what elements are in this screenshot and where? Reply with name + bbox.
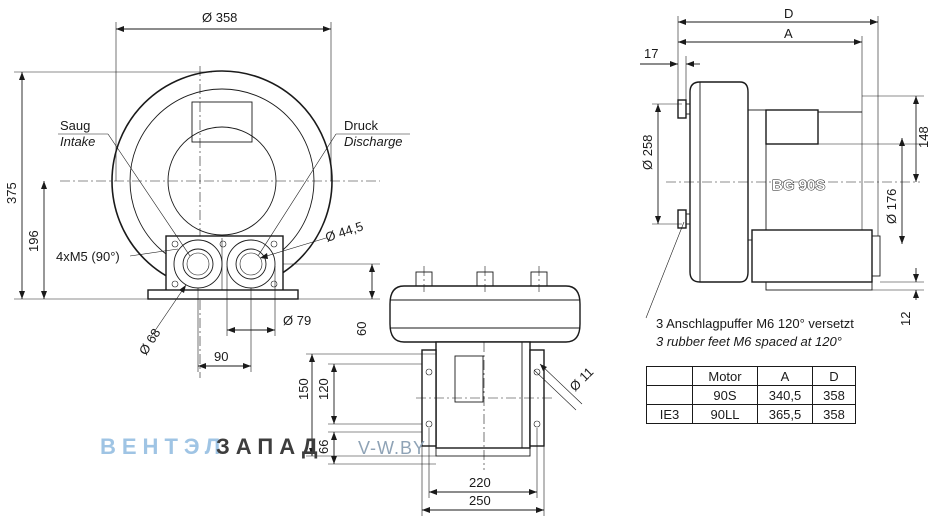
thread-note: 4xM5 (90°) bbox=[56, 249, 120, 264]
side-motor-body bbox=[751, 229, 873, 283]
dim-flange-diameter: Ø 68 bbox=[136, 326, 164, 358]
front-view: Ø 358 375 196 Saug Intake Druck Discharg… bbox=[4, 10, 410, 378]
dim-250: 250 bbox=[469, 493, 491, 508]
terminal-box bbox=[191, 101, 253, 143]
side-model-label: BG 90S bbox=[772, 177, 825, 194]
dim-66: 66 bbox=[316, 440, 331, 454]
dim-diameter-358: Ø 358 bbox=[202, 10, 237, 25]
table-cell bbox=[646, 385, 693, 405]
dim-D: D bbox=[784, 6, 793, 21]
dim-150: 150 bbox=[296, 378, 311, 400]
table-row: 90S 340,5 358 bbox=[646, 385, 856, 405]
dim-hole-diameter: Ø 11 bbox=[567, 364, 597, 394]
dim-diameter-258: Ø 258 bbox=[640, 135, 655, 170]
discharge-port bbox=[235, 248, 267, 280]
dim-height-375: 375 bbox=[4, 182, 19, 204]
dim-148: 148 bbox=[916, 126, 931, 148]
base-plate bbox=[147, 289, 299, 300]
table-header-cell: D bbox=[812, 366, 856, 386]
dim-A: A bbox=[784, 26, 793, 41]
rubber-feet-note-de: 3 Anschlagpuffer M6 120° versetzt bbox=[656, 316, 854, 331]
table-cell: 90LL bbox=[692, 404, 758, 424]
dim-220: 220 bbox=[469, 475, 491, 490]
housing-top bbox=[389, 285, 581, 343]
table-cell: 358 bbox=[812, 404, 856, 424]
port-block bbox=[165, 235, 284, 293]
brand-name-part2: ЗАПАД bbox=[216, 434, 324, 459]
dim-diameter-176: Ø 176 bbox=[884, 189, 899, 224]
intake-label-en: Intake bbox=[60, 134, 95, 149]
discharge-label-en: Discharge bbox=[344, 134, 403, 149]
discharge-label: Druck bbox=[344, 118, 378, 133]
dim-port-diameter: Ø 44,5 bbox=[323, 219, 365, 245]
dim-port-spacing-90: 90 bbox=[214, 349, 228, 364]
dim-base-height-60: 60 bbox=[354, 322, 369, 336]
motor-spec-table: Motor A D 90S 340,5 358 IE3 90LL 365,5 3… bbox=[646, 366, 856, 424]
watermark: ВЕНТЭЛ ЗАПАД V-W.BY bbox=[100, 434, 426, 459]
table-header-cell: A bbox=[757, 366, 813, 386]
dim-12: 12 bbox=[898, 312, 913, 326]
dim-120: 120 bbox=[316, 378, 331, 400]
intake-port bbox=[182, 248, 214, 280]
table-header-cell bbox=[646, 366, 693, 386]
table-row: IE3 90LL 365,5 358 bbox=[646, 404, 856, 424]
side-view: BG 90S D A 17 Ø 258 148 bbox=[640, 6, 931, 349]
rubber-feet-note-en: 3 rubber feet M6 spaced at 120° bbox=[656, 334, 842, 349]
side-terminal-box bbox=[765, 109, 819, 145]
dim-diameter-79: Ø 79 bbox=[283, 313, 311, 328]
table-cell: 358 bbox=[812, 385, 856, 405]
table-header-row: Motor A D bbox=[646, 366, 856, 386]
dim-17: 17 bbox=[644, 46, 658, 61]
dim-height-196: 196 bbox=[26, 230, 41, 252]
website-label: V-W.BY bbox=[358, 438, 426, 458]
intake-label: Saug bbox=[60, 118, 90, 133]
table-cell: IE3 bbox=[646, 404, 693, 424]
table-header-cell: Motor bbox=[692, 366, 758, 386]
bottom-view: 150 120 66 220 250 Ø 11 bbox=[296, 266, 596, 516]
table-cell: 365,5 bbox=[757, 404, 813, 424]
side-housing bbox=[689, 81, 749, 283]
table-cell: 340,5 bbox=[757, 385, 813, 405]
brand-name-part1: ВЕНТЭЛ bbox=[100, 434, 226, 459]
table-cell: 90S bbox=[692, 385, 758, 405]
